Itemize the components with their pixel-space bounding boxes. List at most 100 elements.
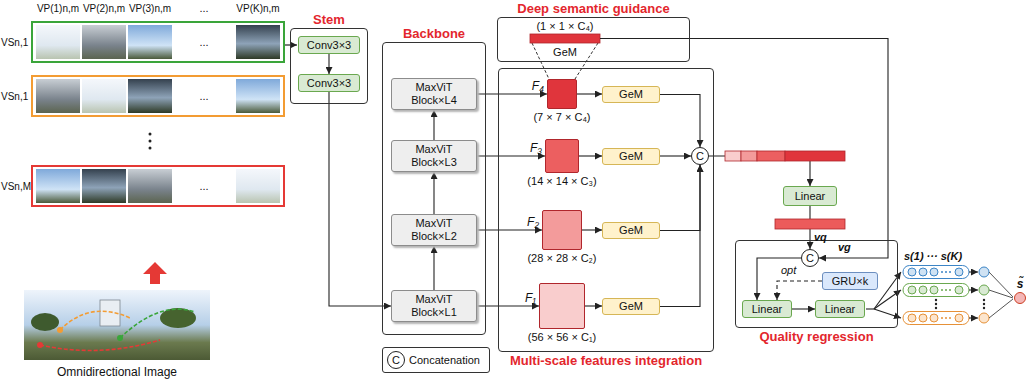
merge-line: [989, 290, 1013, 298]
connector: [477, 305, 539, 306]
module-group: BackboneMaxViT Block×L4MaxViT Block×L3Ma…: [382, 42, 486, 335]
scanpath-start: [37, 342, 43, 348]
connector: [477, 229, 542, 230]
module-group: Quality regressionCGRU×kLinearLinear: [735, 240, 898, 328]
score-dot: [908, 268, 916, 276]
node-label: Linear: [752, 303, 783, 316]
view-frame: [128, 25, 172, 59]
view-frame: [236, 169, 280, 203]
ellipsis-dot: [945, 317, 947, 319]
score-row: [903, 284, 969, 297]
score-dot: [919, 268, 927, 276]
layer-box: Linear: [815, 300, 865, 318]
ellipsis: ...: [199, 89, 208, 103]
node-label: Linear: [795, 190, 826, 203]
projection-line: [532, 43, 549, 79]
gem-box: GeM: [602, 86, 660, 103]
gem-box: GeM: [602, 222, 660, 239]
score-dot: [919, 314, 927, 322]
vector-label: vq: [814, 230, 827, 244]
connector: [433, 172, 434, 214]
concat-circle: C: [801, 249, 819, 267]
view-frame: [36, 79, 80, 113]
module-group: StemConv3×3Conv3×3: [290, 28, 368, 104]
ellipsis-dot: [945, 271, 947, 273]
ellipsis-dot: [935, 307, 937, 309]
connector: [660, 95, 700, 148]
ellipsis-dot: [149, 147, 152, 150]
viewport-label: VP(3)n,m: [129, 2, 171, 16]
merge-line: [989, 272, 1013, 297]
view-frame: [128, 169, 172, 203]
score-row: [903, 266, 969, 279]
layer-box: Linear: [783, 186, 837, 206]
dimension-label: (7 × 7 × C₄): [533, 111, 590, 124]
viewport-strip: [32, 76, 284, 116]
node-label: Conv3×3: [307, 39, 351, 52]
feature-name: F₂: [527, 215, 539, 229]
scanpath-start: [117, 335, 123, 341]
layer-box: Conv3×3: [298, 36, 360, 54]
vector-label: vg: [838, 240, 851, 254]
pooling-label: GeM: [553, 45, 577, 59]
score-dot: [955, 314, 963, 322]
fan-line: [874, 309, 901, 318]
scanpath: [120, 309, 195, 338]
feature-map: F₁(56 × 56 × C₁): [539, 283, 585, 329]
node-label: GRU×k: [832, 275, 868, 288]
connector: [433, 110, 434, 140]
maxvit-block: MaxViT Block×L4: [391, 78, 477, 110]
merge-line: [989, 299, 1013, 318]
node-label: C: [696, 150, 704, 163]
fan-line: [874, 290, 901, 309]
view-frame: [82, 79, 126, 113]
node-label: C: [806, 252, 814, 265]
view-frame: [82, 25, 126, 59]
node-label: MaxViT Block×L2: [392, 217, 476, 242]
projection-line: [575, 43, 598, 79]
connector: [757, 258, 801, 300]
sequence-label: VSn,1: [1, 90, 28, 104]
connector: [660, 165, 700, 231]
group-title: Backbone: [403, 26, 465, 41]
node-label: MaxViT Block×L1: [392, 293, 476, 318]
ellipsis-dot: [983, 307, 985, 309]
layer-box: Linear: [742, 300, 792, 318]
ellipsis-dot: [983, 299, 985, 301]
connector: [477, 155, 545, 156]
view-frame: [36, 169, 80, 203]
connector: [328, 54, 329, 74]
score-dot: [908, 286, 916, 294]
ellipsis-dot: [149, 140, 152, 143]
score-dot: [930, 314, 938, 322]
input-arrow: [285, 44, 297, 45]
concat-segment: [725, 151, 741, 161]
score-dot: [930, 268, 938, 276]
ellipsis-dot: [941, 271, 943, 273]
dimension-label: (1 × 1 × C₄): [536, 19, 593, 33]
view-frame: [36, 25, 80, 59]
ellipsis: ...: [199, 35, 208, 49]
view-frame: [236, 79, 280, 113]
node-label: MaxViT Block×L4: [392, 81, 476, 106]
concat-segment: [741, 151, 757, 161]
ellipsis: ...: [199, 1, 208, 15]
dimension-label: (28 × 28 × C₂): [527, 252, 596, 265]
concat-circle: C: [387, 351, 405, 369]
ellipsis-dot: [945, 289, 947, 291]
omni-image: [24, 290, 210, 360]
group-title: Multi-scale features integration: [510, 353, 702, 368]
ellipsis-dot: [941, 289, 943, 291]
final-score: s̃: [1014, 292, 1026, 304]
ellipsis-dot: [983, 303, 985, 305]
score-label: s(1) ··· s(K): [904, 249, 962, 263]
ellipsis-dot: [935, 303, 937, 305]
scanpath: [40, 340, 160, 350]
ellipsis: ...: [199, 179, 208, 193]
ellipsis-dot: [935, 299, 937, 301]
viewport-label: VP(1)n,m: [37, 2, 79, 16]
node-label: GeM: [619, 300, 643, 313]
